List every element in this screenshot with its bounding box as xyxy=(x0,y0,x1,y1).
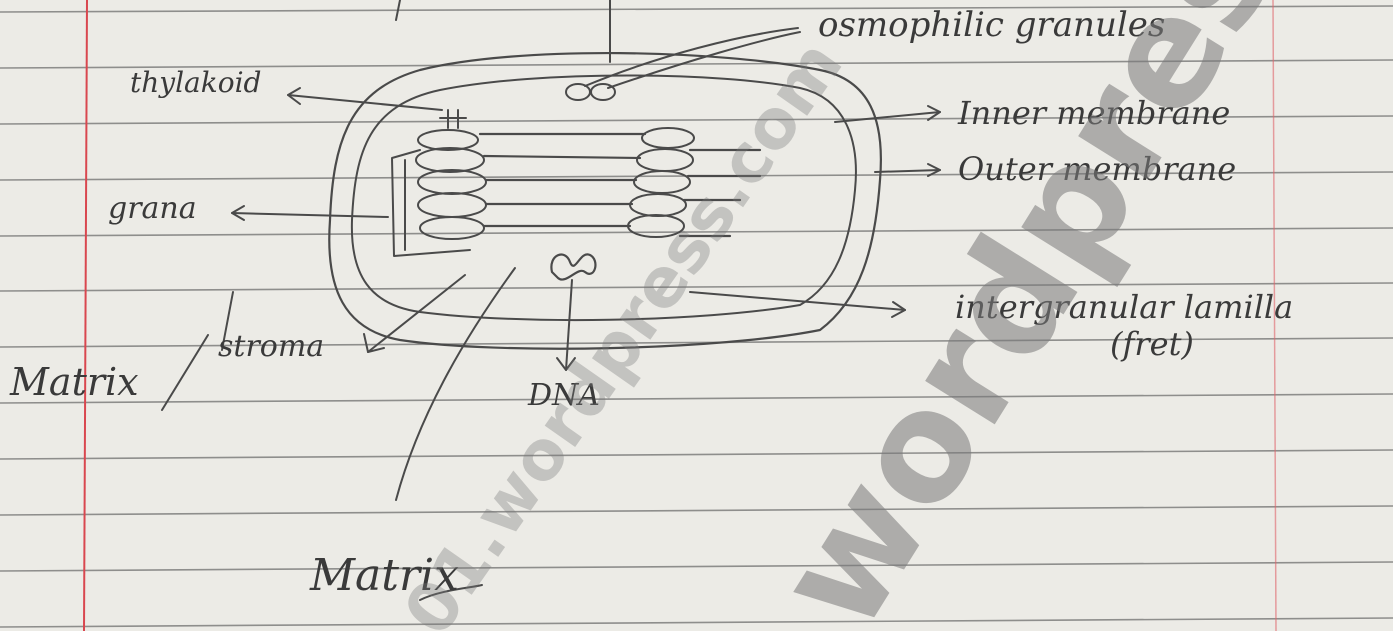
margin-line-left xyxy=(84,0,87,631)
grana-bracket xyxy=(392,150,470,256)
label-grana: grana xyxy=(108,191,197,226)
label-fret: (fret) xyxy=(1110,325,1194,363)
label-stroma: stroma xyxy=(218,329,324,364)
dna-shape xyxy=(551,254,595,279)
label-thylakoid: thylakoid xyxy=(130,66,261,99)
osmophilic-granules xyxy=(566,84,615,100)
granum-left xyxy=(416,110,486,239)
label-matrix-left: Matrix xyxy=(9,360,139,404)
